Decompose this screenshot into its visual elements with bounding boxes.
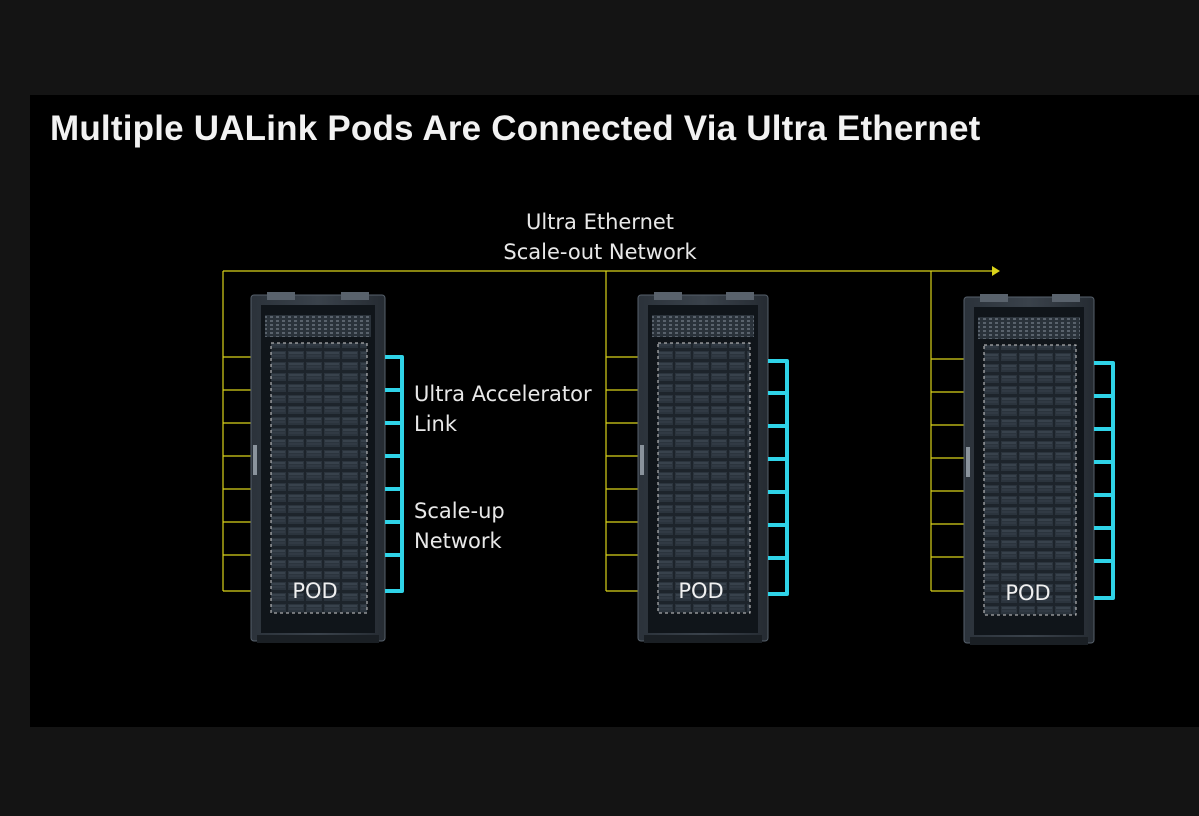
scale-out-label-line1: Ultra Ethernet: [525, 210, 675, 234]
scale-up-label-line2: Network: [414, 529, 502, 553]
ualink-label-line2: Link: [414, 412, 458, 436]
pod1-ethernet-taps: [223, 356, 252, 592]
scale-out-network: [222, 266, 1000, 592]
scale-up-label-line1: Scale-up: [414, 499, 505, 523]
pod3-ethernet-taps: [931, 358, 964, 592]
scale-up-network-label: Scale-up Network: [414, 496, 505, 556]
pod1-rack: [250, 292, 386, 643]
ualink-label: Ultra Accelerator Link: [414, 379, 592, 439]
scale-out-arrowhead: [992, 266, 1000, 276]
ualink-label-line1: Ultra Accelerator: [414, 382, 592, 406]
pod2-scale-up-links: [768, 359, 789, 596]
pod2-ethernet-taps: [606, 356, 638, 592]
pod3-rack: [963, 294, 1095, 645]
network-diagram: [222, 266, 1115, 645]
pod1-label: POD: [292, 579, 338, 603]
slide: Multiple UALink Pods Are Connected Via U…: [30, 95, 1199, 727]
scale-out-network-label: Ultra Ethernet Scale-out Network: [460, 207, 740, 267]
pod2-label: POD: [678, 579, 724, 603]
pod3-scale-up-links: [1094, 361, 1115, 600]
pod3-label: POD: [1005, 581, 1051, 605]
pod1-scale-up-links: [385, 355, 404, 593]
scale-out-label-line2: Scale-out Network: [503, 240, 697, 264]
slide-title: Multiple UALink Pods Are Connected Via U…: [50, 109, 981, 148]
pod2-rack: [637, 292, 769, 643]
